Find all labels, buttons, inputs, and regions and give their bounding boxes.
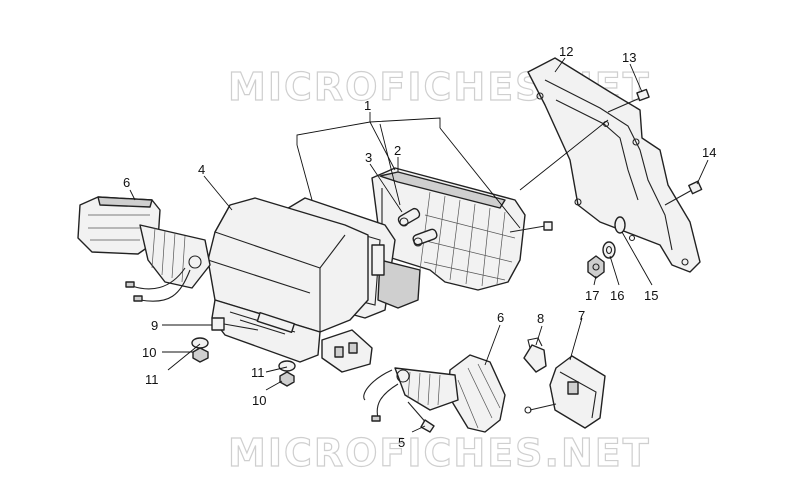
group-bracket-1 [296,117,441,145]
callout-13: 13 [622,50,636,65]
washer-15 [614,216,626,234]
callout-10-left: 10 [142,345,156,360]
callout-5: 5 [398,435,405,450]
callout-10-right: 10 [252,393,266,408]
callout-1: 1 [364,98,371,113]
callout-6-left: 6 [123,175,130,190]
wiring-connector [321,329,373,373]
screw-14 [664,180,703,206]
callout-16: 16 [610,288,624,303]
screw-13 [607,88,650,113]
callout-6-right: 6 [497,310,504,325]
nut-10-right [279,371,295,387]
callout-11-right: 11 [251,365,265,380]
callout-4: 4 [198,162,205,177]
callout-7: 7 [578,308,585,323]
nut-10-left [192,347,209,363]
turn-indicator-right [363,354,506,433]
license-plate-light [524,355,606,429]
screw-5 [407,401,435,433]
bolt-9 [211,317,259,331]
callout-14: 14 [702,145,716,160]
leader-lines [129,57,709,433]
callout-9: 9 [151,318,158,333]
tail-light-lens [371,167,526,291]
plate-light-bulb [523,337,547,373]
callout-11-left: 11 [145,372,159,387]
nut-17 [587,255,605,279]
callout-2: 2 [394,143,401,158]
watermark-bottom: MICROFICHES.NET [228,431,651,475]
turn-indicator-left [77,196,211,302]
callout-8: 8 [537,311,544,326]
bulb-holder [397,207,438,247]
washer-11-right [278,360,296,372]
washer-11-left [191,337,209,349]
tail-light-housing [207,197,369,363]
callout-17: 17 [585,288,599,303]
callout-3: 3 [365,150,372,165]
washer-16 [602,241,616,259]
callout-15: 15 [644,288,658,303]
callout-12: 12 [559,44,573,59]
mounting-screw [509,221,553,233]
